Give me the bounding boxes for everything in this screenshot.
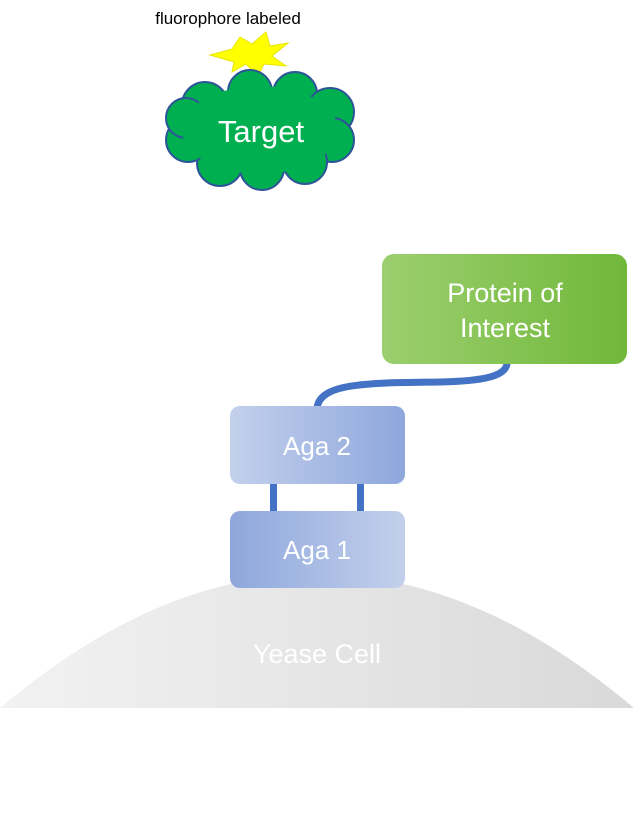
protein-label-line1: Protein of [447, 278, 563, 308]
yeast-cell-shape [0, 574, 634, 708]
aga1-label: Aga 1 [283, 535, 351, 565]
yeast-cell-label: Yease Cell [253, 639, 381, 669]
protein-of-interest-box [382, 254, 627, 364]
aga1-box [230, 511, 405, 588]
aga2-box [230, 406, 405, 484]
fluorophore-label: fluorophore labeled [155, 9, 301, 28]
aga-connector-right [357, 482, 364, 514]
linker-line [313, 360, 511, 412]
target-label: Target [218, 114, 305, 149]
aga2-label: Aga 2 [283, 431, 351, 461]
aga-connector-left [270, 482, 277, 514]
target-cloud [165, 69, 355, 191]
fluorophore-burst-icon [208, 31, 290, 77]
protein-label-line2: Interest [460, 313, 551, 343]
